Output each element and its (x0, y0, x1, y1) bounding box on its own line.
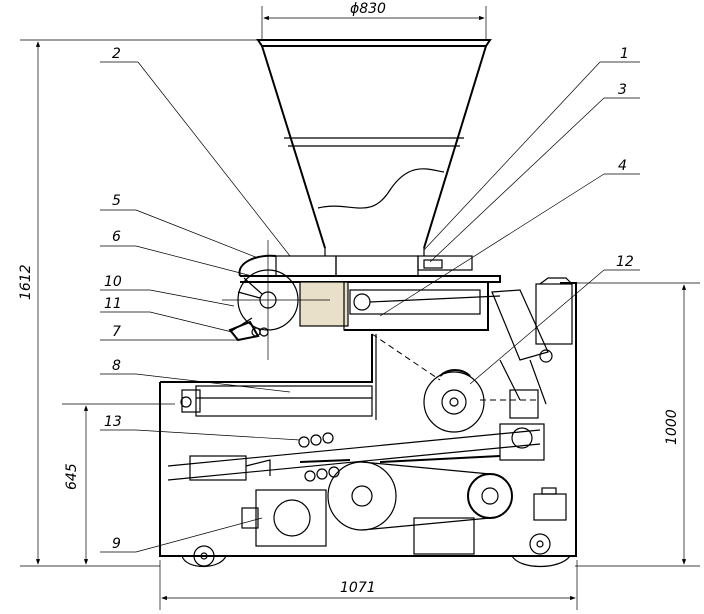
forming-unit (167, 423, 545, 482)
dim-frame-height-label: 1000 (664, 409, 680, 445)
svg-text:11: 11 (104, 296, 122, 312)
machine-frame (159, 277, 577, 557)
cutting-drum (371, 289, 553, 433)
dim-top-width-label: ϕ830 (350, 1, 386, 17)
callout-8: 8 (100, 358, 291, 393)
svg-text:12: 12 (616, 254, 634, 270)
callout-13: 13 (100, 414, 301, 441)
callout-9: 9 (100, 517, 263, 553)
callout-10: 10 (100, 274, 235, 307)
svg-text:3: 3 (618, 82, 627, 98)
drive-train (241, 455, 567, 555)
svg-text:2: 2 (112, 46, 121, 62)
feed-housing (240, 255, 501, 331)
callout-7: 7 (100, 324, 240, 341)
dim-total-height-label: 1612 (18, 264, 34, 300)
svg-text:9: 9 (112, 536, 121, 552)
callout-3: 3 (429, 82, 640, 263)
svg-text:1: 1 (620, 46, 629, 62)
casters (181, 533, 571, 568)
svg-text:6: 6 (112, 229, 121, 245)
svg-text:8: 8 (112, 358, 121, 374)
dim-base-width: 1071 (159, 560, 578, 610)
dim-lower-height: 645 (62, 403, 175, 565)
callout-2: 2 (100, 46, 291, 257)
dim-top-width: ϕ830 (261, 1, 487, 40)
hopper (256, 39, 492, 256)
svg-text:5: 5 (112, 193, 121, 209)
svg-text:7: 7 (112, 324, 121, 340)
conveyor-belt (180, 385, 373, 417)
callout-1: 1 (423, 46, 640, 251)
callout-6: 6 (100, 229, 253, 277)
callout-11: 11 (100, 296, 233, 333)
dim-frame-height: 1000 (560, 282, 700, 567)
callout-12: 12 (469, 254, 640, 385)
svg-text:13: 13 (104, 414, 122, 430)
dim-total-height: 1612 (18, 39, 262, 567)
svg-text:10: 10 (104, 274, 122, 290)
callout-5: 5 (100, 193, 259, 259)
dim-lower-height-label: 645 (64, 463, 80, 490)
front-rollers (222, 240, 330, 360)
svg-text:4: 4 (618, 158, 627, 174)
dim-base-width-label: 1071 (340, 580, 376, 596)
callout-4: 4 (379, 158, 640, 317)
